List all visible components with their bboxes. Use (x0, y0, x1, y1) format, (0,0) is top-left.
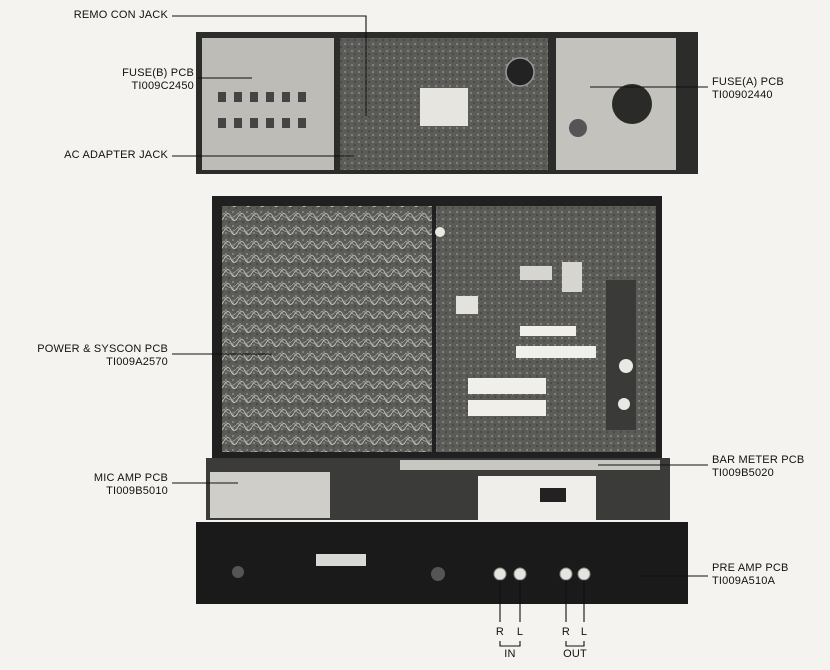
bar-meter-pcb-name: BAR METER PCB (712, 454, 805, 466)
rear-panel (196, 522, 688, 604)
multi-pin-connector (316, 554, 366, 566)
out-l-label: L (576, 626, 592, 639)
top-compartment (196, 32, 698, 174)
fuse-b-board (202, 38, 334, 170)
center-label-plate (420, 88, 468, 126)
meter-band (206, 458, 670, 520)
pre-amp-pcb-name: PRE AMP PCB (712, 562, 789, 574)
pre-amp-pcb-part: TI009A510A (712, 575, 776, 587)
in-group-text: IN (504, 648, 516, 660)
power-syscon-pcb-part: TI009A2570 (106, 356, 168, 368)
in-r-label: R (492, 626, 508, 639)
out-r-jack (559, 567, 573, 581)
remo-con-leader (172, 15, 367, 116)
fuse-b-pcb-part: TI009C2450 (131, 80, 194, 92)
out-l-text: L (580, 626, 588, 638)
leader-lines (172, 15, 708, 647)
ac-adapter-jack-label: AC ADAPTER JACK (4, 149, 168, 162)
power-syscon-pcb-name: POWER & SYSCON PCB (37, 343, 168, 355)
mic-amp-board (210, 472, 330, 518)
power-syscon-pcb-label: POWER & SYSCON PCB TI009A2570 (2, 343, 168, 369)
mic-amp-pcb-name: MIC AMP PCB (93, 472, 168, 484)
bar-meter-pcb-label: BAR METER PCB TI009B5020 (712, 454, 824, 480)
fuse-a-pcb-name: FUSE(A) PCB (712, 76, 784, 88)
in-r-jack (493, 567, 507, 581)
in-bracket (499, 641, 521, 647)
fuse-b-pcb-label: FUSE(B) PCB TI009C2450 (4, 67, 194, 93)
out-l-jack (577, 567, 591, 581)
out-r-text: R (561, 626, 571, 638)
bar-meter-board (478, 476, 596, 520)
fuse-a-pcb-label: FUSE(A) PCB TI00902440 (712, 76, 824, 102)
bar-meter-pcb-part: TI009B5020 (712, 467, 774, 479)
main-compartment (212, 196, 662, 458)
in-group-label: IN (496, 648, 524, 661)
pre-amp-pcb-label: PRE AMP PCB TI009A510A (712, 562, 824, 588)
out-group-text: OUT (563, 648, 587, 660)
mic-amp-pcb-part: TI009B5010 (106, 485, 168, 497)
out-group-label: OUT (557, 648, 593, 661)
out-r-label: R (558, 626, 574, 639)
out-bracket (565, 641, 585, 647)
fuse-b-pcb-name: FUSE(B) PCB (122, 67, 194, 79)
fuse-a-pcb-part: TI00902440 (712, 89, 773, 101)
mic-amp-pcb-label: MIC AMP PCB TI009B5010 (2, 472, 168, 498)
in-l-text: L (516, 626, 524, 638)
remo-con-jack-text: REMO CON JACK (73, 9, 168, 21)
in-l-label: L (512, 626, 528, 639)
remo-con-jack-label: REMO CON JACK (4, 9, 168, 22)
in-r-text: R (495, 626, 505, 638)
in-l-jack (513, 567, 527, 581)
ac-adapter-jack-text: AC ADAPTER JACK (64, 149, 168, 161)
